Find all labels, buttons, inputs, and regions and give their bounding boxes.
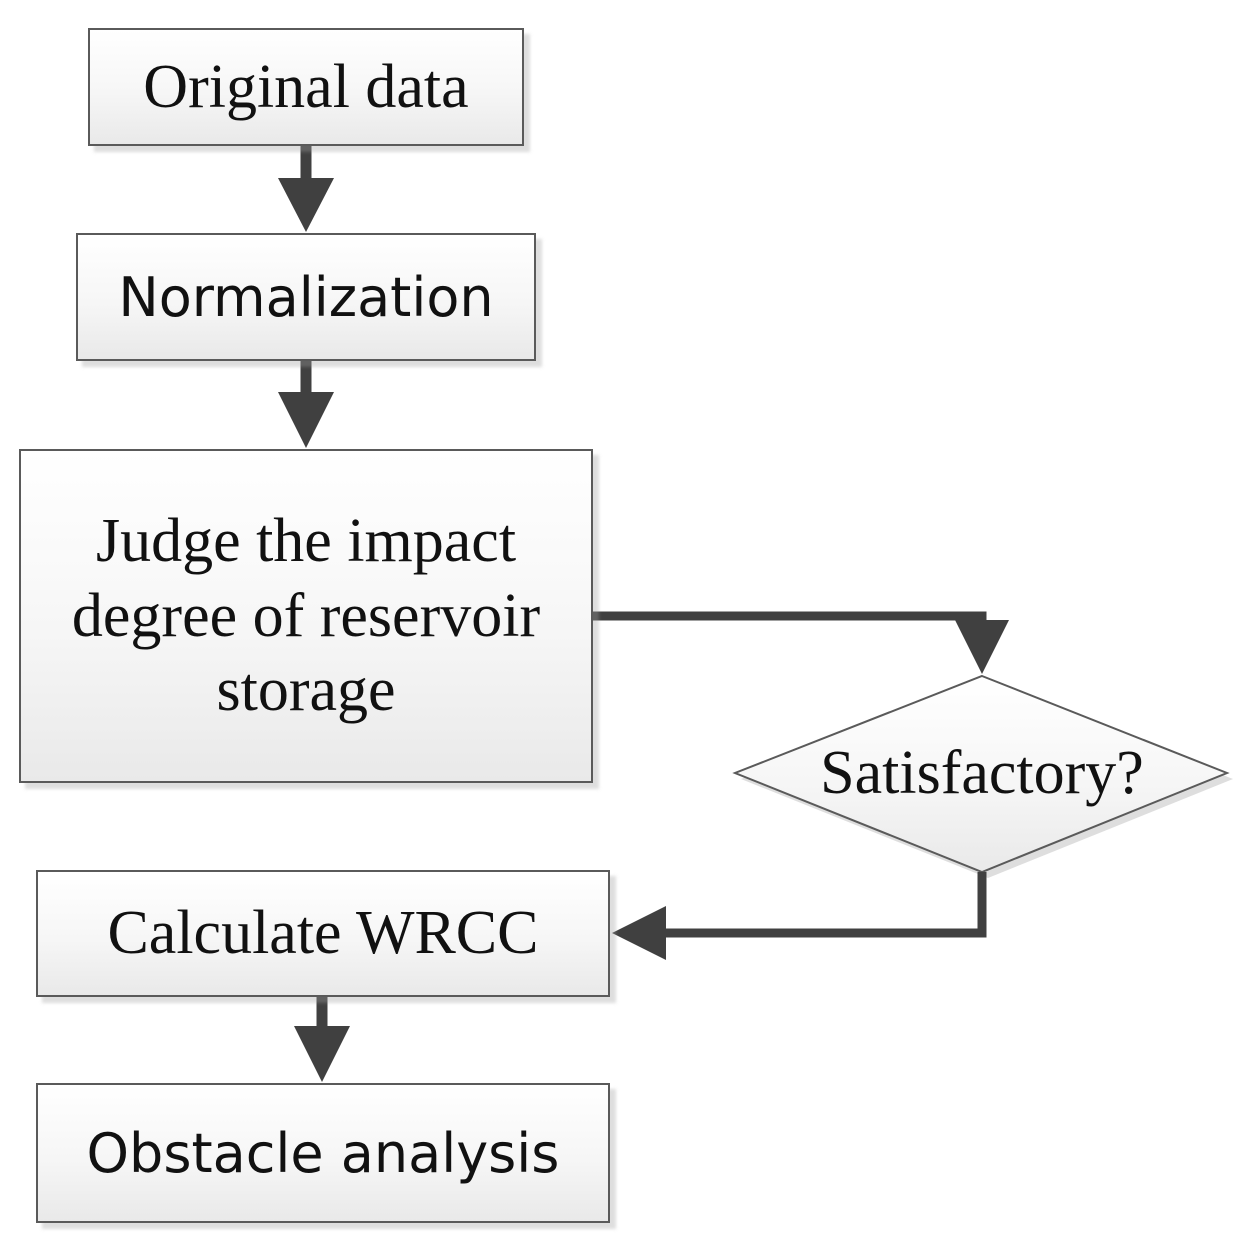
arrow-decision-to-calculate	[612, 872, 987, 960]
calculate-wrcc-label: Calculate WRCC	[107, 899, 539, 968]
decision-label: Satisfactory?	[820, 738, 1144, 807]
obstacle-analysis-label: Obstacle analysis	[86, 1121, 560, 1185]
normalization-box: Normalization	[76, 233, 536, 361]
normalization-label: Normalization	[118, 265, 494, 329]
original-data-box: Original data	[88, 28, 524, 146]
obstacle-analysis-box: Obstacle analysis	[36, 1083, 610, 1223]
arrow-original-to-normalization	[278, 140, 334, 232]
judge-impact-line-2: degree of reservoir	[71, 581, 541, 650]
decision-label-wrap: Satisfactory?	[735, 735, 1229, 811]
judge-impact-line-1: Judge the impact	[95, 507, 517, 576]
judge-impact-box: Judge the impact degree of reservoir sto…	[19, 449, 593, 783]
arrow-calculate-to-obstacle	[294, 991, 350, 1082]
arrow-judge-to-decision	[593, 611, 1009, 674]
judge-impact-line-3: storage	[216, 656, 396, 725]
original-data-label: Original data	[143, 52, 469, 121]
arrow-normalization-to-judge	[278, 355, 334, 448]
calculate-wrcc-box: Calculate WRCC	[36, 870, 610, 997]
